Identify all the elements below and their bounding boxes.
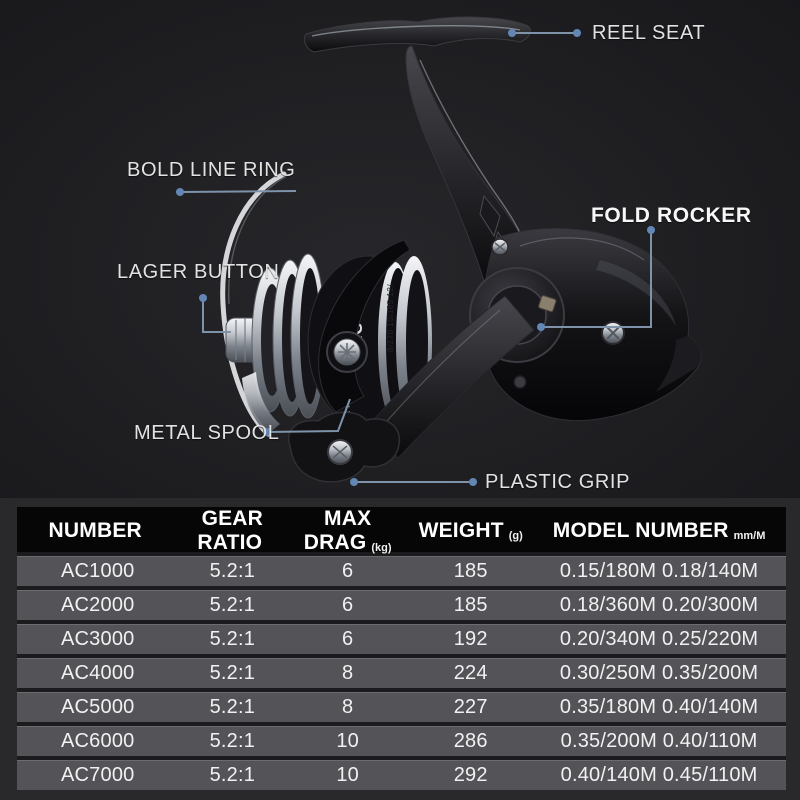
- table-row: AC3000 5.2:1 6 192 0.20/340M 0.25/220M: [17, 624, 786, 654]
- cell-max-drag: 8: [341, 662, 354, 684]
- cell-max-drag: 6: [341, 628, 354, 650]
- label-fold-rocker: FOLD ROCKER: [591, 204, 752, 227]
- leader-reel-seat: [508, 29, 581, 37]
- bail-wire: [220, 171, 287, 437]
- cell-model-number: 0.18/360M 0.20/300M: [559, 594, 759, 616]
- cell-number: AC5000: [61, 696, 135, 718]
- cell-max-drag: 10: [336, 764, 359, 786]
- cell-weight: 286: [453, 730, 488, 752]
- cell-number: AC6000: [61, 730, 135, 752]
- table-row: AC5000 5.2:1 8 227 0.35/180M 0.40/140M: [17, 692, 786, 722]
- leader-lines: [176, 29, 655, 486]
- spec-section: NUMBER GEAR RATIO MAX DRAG(kg) WEIGHT(g)…: [0, 498, 800, 800]
- cell-max-drag: 8: [341, 696, 354, 718]
- cell-number: AC7000: [61, 764, 135, 786]
- cell-number: AC4000: [61, 662, 135, 684]
- col-header-max-drag: MAX DRAG(kg): [303, 507, 392, 554]
- handle-arm: [369, 295, 535, 459]
- table-row: AC4000 5.2:1 8 224 0.30/250M 0.35/200M: [17, 658, 786, 688]
- col-unit: mm/M: [733, 530, 766, 542]
- cell-model-number: 0.30/250M 0.35/200M: [559, 662, 759, 684]
- col-unit: (g): [508, 530, 523, 542]
- table-row: AC2000 5.2:1 6 185 0.18/360M 0.20/300M: [17, 590, 786, 620]
- leader-fold-rocker: [537, 226, 655, 331]
- cell-weight: 292: [453, 764, 488, 786]
- reel-illustration: AC4000 8/270 10/185 12/ GEAR RATIO 5.2:1: [176, 16, 702, 486]
- leader-plastic-grip: [350, 478, 477, 486]
- reel-foot: [303, 16, 531, 53]
- spec-table-header: NUMBER GEAR RATIO MAX DRAG(kg) WEIGHT(g)…: [17, 507, 786, 554]
- cell-gear-ratio: 5.2:1: [209, 560, 256, 582]
- reel-photo-section: AC4000 8/270 10/185 12/ GEAR RATIO 5.2:1: [0, 0, 800, 498]
- cell-model-number: 0.35/200M 0.40/110M: [560, 730, 758, 752]
- col-header-number: NUMBER: [48, 519, 142, 542]
- cell-model-number: 0.40/140M 0.45/110M: [560, 764, 758, 786]
- label-lager-button: LAGER BUTTON: [117, 261, 280, 283]
- reel-image: AC4000 8/270 10/185 12/ GEAR RATIO 5.2:1: [220, 16, 702, 483]
- leader-bold-line-ring: [176, 188, 297, 196]
- label-plastic-grip: PLASTIC GRIP: [485, 471, 631, 493]
- leader-metal-spool: [263, 398, 351, 436]
- cell-model-number: 0.20/340M 0.25/220M: [559, 628, 759, 650]
- cell-gear-ratio: 5.2:1: [209, 628, 256, 650]
- cell-number: AC2000: [61, 594, 135, 616]
- label-reel-seat: REEL SEAT: [592, 22, 706, 44]
- table-row: AC1000 5.2:1 6 185 0.15/180M 0.18/140M: [17, 556, 786, 586]
- cell-model-number: 0.15/180M 0.18/140M: [559, 560, 759, 582]
- cell-number: AC1000: [61, 560, 135, 582]
- col-unit: (kg): [371, 542, 392, 554]
- cell-gear-ratio: 5.2:1: [209, 764, 256, 786]
- cell-model-number: 0.35/180M 0.40/140M: [559, 696, 759, 718]
- leader-lager-button: [199, 294, 231, 333]
- table-row: AC6000 5.2:1 10 286 0.35/200M 0.40/110M: [17, 726, 786, 756]
- label-bold-line-ring: BOLD LINE RING: [127, 159, 296, 181]
- cell-max-drag: 6: [341, 594, 354, 616]
- cell-weight: 185: [453, 560, 488, 582]
- cell-max-drag: 6: [341, 560, 354, 582]
- col-header-gear-ratio: GEAR RATIO: [197, 507, 264, 554]
- cell-gear-ratio: 5.2:1: [209, 730, 256, 752]
- cell-weight: 224: [453, 662, 488, 684]
- cell-gear-ratio: 5.2:1: [209, 594, 256, 616]
- spool-capacity-text: 8/270 10/185 12/: [386, 284, 395, 352]
- cell-number: AC3000: [61, 628, 135, 650]
- table-row: AC7000 5.2:1 10 292 0.40/140M 0.45/110M: [17, 760, 786, 790]
- cell-weight: 192: [453, 628, 488, 650]
- cell-gear-ratio: 5.2:1: [209, 662, 256, 684]
- cell-max-drag: 10: [336, 730, 359, 752]
- cell-weight: 185: [453, 594, 488, 616]
- label-metal-spool: METAL SPOOL: [134, 422, 280, 444]
- col-header-weight: WEIGHT(g): [418, 519, 523, 542]
- spec-table: NUMBER GEAR RATIO MAX DRAG(kg) WEIGHT(g)…: [17, 507, 786, 790]
- cell-gear-ratio: 5.2:1: [209, 696, 256, 718]
- cell-weight: 227: [453, 696, 488, 718]
